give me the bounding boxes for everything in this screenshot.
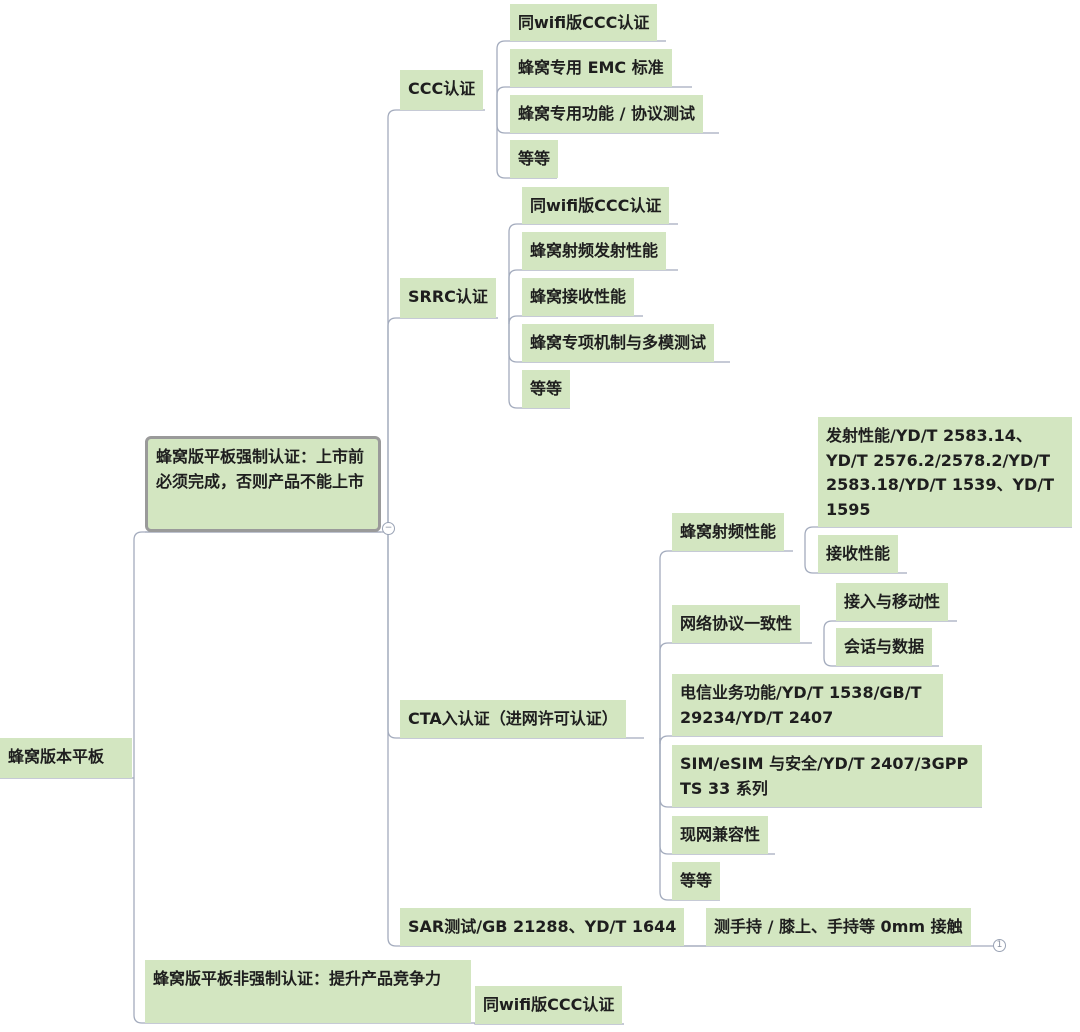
connector	[387, 528, 1000, 947]
collapse-toggle-icon[interactable]: −	[382, 522, 395, 535]
connector	[659, 642, 812, 738]
srrc-child[interactable]: 蜂窝接收性能	[522, 278, 635, 316]
optional-child-node[interactable]: 同wifi版CCC认证	[475, 986, 623, 1024]
connector	[659, 738, 720, 901]
cta-sim-node[interactable]: SIM/eSIM 与安全/YD/T 2407/3GPP TS 33 系列	[672, 745, 982, 807]
cta-protocol-child[interactable]: 会话与数据	[836, 628, 933, 666]
root-node[interactable]: 蜂窝版本平板	[0, 738, 132, 778]
cta-rf-node[interactable]: 蜂窝射频性能	[672, 513, 785, 551]
connector	[496, 110, 557, 179]
mandatory-cert-node[interactable]: 蜂窝版平板强制认证：上市前必须完成，否则产品不能上市	[145, 436, 381, 532]
connector	[659, 735, 943, 745]
connector	[508, 318, 570, 409]
sar-node[interactable]: SAR测试/GB 21288、YD/T 1644	[400, 908, 685, 946]
cta-telecom-node[interactable]: 电信业务功能/YD/T 1538/GB/T 29234/YD/T 2407	[672, 674, 943, 736]
ccc-child[interactable]: 蜂窝专用 EMC 标准	[510, 49, 672, 87]
cta-etc-node[interactable]: 等等	[672, 862, 721, 900]
srrc-child[interactable]: 蜂窝射频发射性能	[522, 232, 667, 270]
cta-protocol-child[interactable]: 接入与移动性	[836, 583, 949, 621]
ccc-node[interactable]: CCC认证	[400, 70, 484, 110]
connector	[496, 86, 692, 110]
connector	[508, 223, 678, 318]
connector	[387, 109, 485, 528]
optional-cert-node[interactable]: 蜂窝版平板非强制认证：提升产品竞争力	[145, 960, 471, 1023]
srrc-child[interactable]: 同wifi版CCC认证	[522, 187, 670, 224]
ccc-child[interactable]: 蜂窝专用功能 / 协议测试	[510, 95, 703, 133]
srrc-node[interactable]: SRRC认证	[400, 278, 496, 318]
collapsed-count-badge[interactable]: 1	[993, 939, 1006, 952]
ccc-child[interactable]: 同wifi版CCC认证	[510, 4, 658, 41]
cta-protocol-node[interactable]: 网络协议一致性	[672, 605, 801, 643]
connector	[659, 550, 793, 738]
cta-rf-rx-node[interactable]: 接收性能	[818, 535, 899, 573]
connector	[508, 315, 643, 325]
srrc-child[interactable]: 等等	[522, 370, 571, 408]
connector	[133, 531, 381, 778]
connector	[133, 778, 471, 1024]
connector	[508, 269, 678, 318]
connector	[804, 551, 907, 574]
cta-node[interactable]: CTA入认证（进网许可认证）	[400, 700, 626, 738]
connector	[804, 526, 1072, 551]
ccc-child[interactable]: 等等	[510, 140, 559, 178]
connector	[823, 643, 939, 667]
connector	[496, 40, 666, 110]
sar-child-node[interactable]: 测手持 / 膝上、手持等 0mm 接触	[706, 908, 971, 946]
cta-compat-node[interactable]: 现网兼容性	[672, 816, 769, 854]
srrc-child[interactable]: 蜂窝专项机制与多模测试	[522, 324, 715, 362]
connector	[823, 620, 957, 643]
connector	[387, 317, 498, 528]
cta-rf-tx-node[interactable]: 发射性能/YD/T 2583.14、YD/T 2576.2/2578.2/YD/…	[818, 417, 1072, 527]
